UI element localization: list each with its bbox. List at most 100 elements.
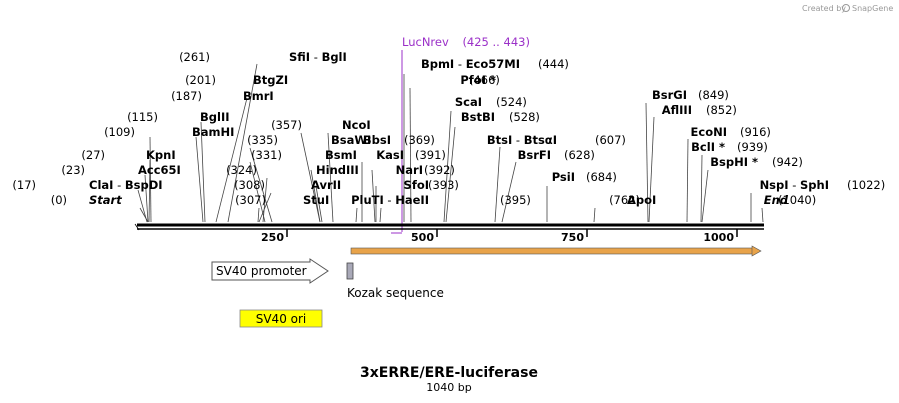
restriction-site: (1040)End (764, 193, 817, 207)
site-position: (357) (271, 118, 302, 132)
restriction-site-labels: (0)Start(17)ClaI - BspDI(23)Acc65I(27) Kp… (12, 50, 885, 207)
site-enzyme-names: EcoNI (691, 125, 727, 139)
site-enzyme-names: BstBI (461, 110, 495, 124)
restriction-site: (607)BtsI - BtsαI (487, 133, 626, 147)
restriction-site: (187)BmrI (171, 89, 274, 103)
site-enzyme-names: BsmI (325, 148, 357, 162)
site-position: (395) (500, 193, 531, 207)
restriction-site: (357)NcoI (271, 118, 371, 132)
enzyme-name: EcoNI (691, 125, 727, 139)
restriction-site: (444) BpmI - Eco57MI (421, 57, 569, 71)
site-enzyme-names: NarI (396, 163, 423, 177)
enzyme-name: KpnI (146, 148, 176, 162)
restriction-site: (0)Start (51, 193, 123, 207)
site-position: (324) (226, 163, 257, 177)
enzyme-name: ScaI (455, 95, 482, 109)
restriction-site: (628)BsrFI (518, 148, 595, 162)
snapgene-logo: SnapGene (842, 4, 893, 13)
site-enzyme-names: BsrGI (652, 88, 687, 102)
site-enzyme-names: KpnI (146, 148, 176, 162)
restriction-site: (331) BsmI (251, 148, 357, 162)
kozak-feature: Kozak sequence (346, 262, 444, 300)
restriction-site: (109)BamHI (104, 125, 234, 139)
site-enzyme-names: Acc65I (138, 163, 181, 177)
sv40-ori-label: SV40 ori (256, 312, 307, 326)
map-subtitle: 1040 bp (426, 381, 471, 394)
site-enzyme-names: BglII (200, 110, 230, 124)
restriction-site: (393)SfoI (404, 178, 459, 192)
enzyme-name: Start (89, 193, 122, 207)
enzyme-name: BsrGI (652, 88, 687, 102)
site-position: (916) (740, 125, 771, 139)
enzyme-name: NarI (396, 163, 423, 177)
site-enzyme-names: PluTI - HaeII (351, 193, 429, 207)
enzyme-name: PluTI (351, 193, 384, 207)
primer-label: LucNrev (425 .. 443) (402, 35, 530, 49)
site-position: (308) (234, 178, 265, 192)
enzyme-name: BclI * (691, 140, 725, 154)
site-position: (444) (538, 57, 569, 71)
ruler-tick-label: 250 (261, 231, 284, 244)
ruler-tick-label: 750 (561, 231, 584, 244)
enzyme-name: NspI (760, 178, 789, 192)
site-enzyme-names: PsiI (552, 170, 575, 184)
credit-brand: SnapGene (852, 4, 893, 13)
enzyme-name: BspDI (125, 178, 163, 192)
site-position: (762) (609, 193, 640, 207)
site-enzyme-names: KasI (376, 148, 404, 162)
enzyme-name: BtsαI (524, 133, 557, 147)
site-position: (528) (509, 110, 540, 124)
site-position: (393) (428, 178, 459, 192)
restriction-site: (308) AvrII (234, 178, 341, 192)
restriction-site: (762)ApoI (609, 193, 656, 207)
site-position: (939) (737, 140, 768, 154)
enzyme-name: BbsI (363, 133, 391, 147)
restriction-site: (261)SfiI - BglI (179, 50, 347, 64)
ruler-tick-label: 1000 (703, 231, 734, 244)
kozak-label: Kozak sequence (347, 286, 444, 300)
site-enzyme-names: SfiI - BglI (289, 50, 347, 64)
site-enzyme-names: End (764, 193, 789, 207)
restriction-site: (23)Acc65I (61, 163, 180, 177)
restriction-site: (17)ClaI - BspDI (12, 178, 162, 192)
enzyme-name: AvrII (311, 178, 341, 192)
enzyme-name: BsmI (325, 148, 357, 162)
site-position: (27) (81, 148, 105, 162)
restriction-site: (942)BspHI * (710, 155, 803, 169)
restriction-site: (684)PsiI (552, 170, 617, 184)
site-enzyme-names: HindIII (316, 163, 359, 177)
restriction-site: (391)KasI (376, 148, 446, 162)
site-enzyme-names: ClaI - BspDI (89, 178, 163, 192)
site-enzyme-names: SfoI (404, 178, 429, 192)
restriction-site: (849) BsrGI (652, 88, 729, 102)
restriction-site: (852)AflIII (662, 103, 737, 117)
site-enzyme-names: BspHI * (710, 155, 758, 169)
enzyme-name: KasI (376, 148, 404, 162)
primer-range: (425 .. 443) (462, 35, 530, 49)
enzyme-name: ApoI (627, 193, 656, 207)
restriction-site: (916) EcoNI (691, 125, 771, 139)
site-enzyme-names: BclI * (691, 140, 725, 154)
site-position: (1040) (778, 193, 816, 207)
site-position: (607) (595, 133, 626, 147)
enzyme-name: PfoI * (460, 73, 496, 87)
site-enzyme-names: StuI (303, 193, 329, 207)
site-position: (109) (104, 125, 135, 139)
enzyme-name: SfiI (289, 50, 310, 64)
site-enzyme-names: NspI - SphI (760, 178, 829, 192)
enzyme-name: BsaWI (331, 133, 371, 147)
enzyme-name: Eco57MI (466, 57, 520, 71)
enzyme-name: BtgZI (253, 73, 288, 87)
site-position: (369) (404, 133, 435, 147)
site-position: (849) (698, 88, 729, 102)
enzyme-name: ClaI (89, 178, 113, 192)
enzyme-name: BglII (200, 110, 230, 124)
ruler-tick-label: 500 (411, 231, 434, 244)
site-enzyme-names: BpmI - Eco57MI (421, 57, 520, 71)
site-enzyme-names: BtgZI (253, 73, 288, 87)
restriction-site: (27) KpnI (81, 148, 175, 162)
primer-lucnrev: LucNrev (425 .. 443) (391, 35, 530, 234)
site-position: (331) (251, 148, 282, 162)
site-enzyme-names: BsrFI (518, 148, 551, 162)
site-position: (115) (127, 110, 158, 124)
